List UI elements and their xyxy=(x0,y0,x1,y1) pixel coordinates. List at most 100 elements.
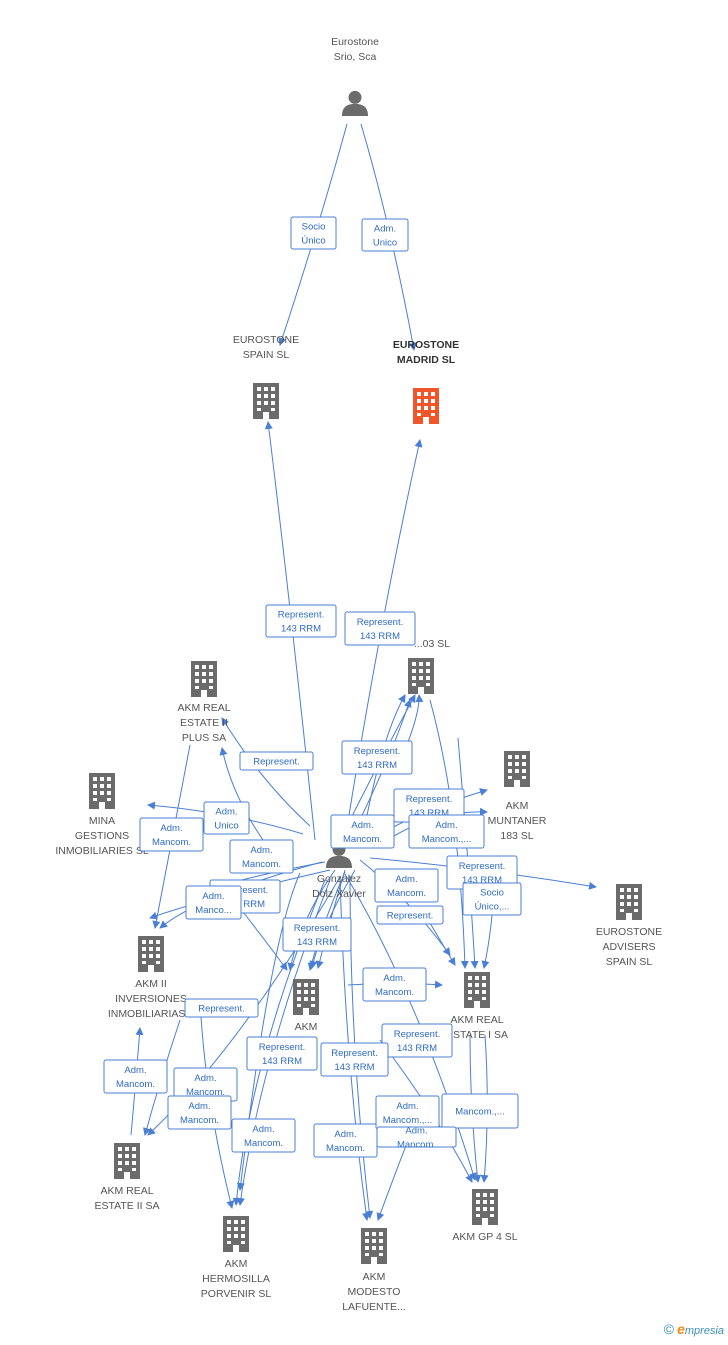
edge-label-26[interactable]: Adm.Mancom. xyxy=(167,1095,232,1130)
node-label: AKM xyxy=(295,1021,318,1033)
node-label: PLUS SA xyxy=(182,732,226,744)
edge-label-30[interactable]: Mancom.,... xyxy=(441,1093,519,1129)
edge-label-10[interactable]: Adm.Mancom.,... xyxy=(408,814,485,849)
building-icon xyxy=(191,661,217,697)
edge-label-text: Mancom. xyxy=(343,834,382,845)
edge-label-6[interactable]: Adm.Unico xyxy=(203,801,250,835)
edge-label-box xyxy=(185,885,242,920)
edge-label-box xyxy=(441,1093,519,1129)
building-icon xyxy=(408,658,434,694)
node-label: EUROSTONE xyxy=(233,334,299,346)
edge-label-22[interactable]: Represent.143 RRM xyxy=(246,1036,318,1071)
building-icon xyxy=(223,1216,249,1252)
edge-label-16[interactable]: Represent. xyxy=(376,905,444,925)
edge-label-23[interactable]: Represent. 143 RRM xyxy=(320,1042,389,1077)
edge-label-9[interactable]: Adm.Mancom. xyxy=(229,839,294,874)
edge-4 xyxy=(221,717,311,827)
edge-label-25[interactable]: Adm.Mancom. xyxy=(173,1067,238,1102)
edge-label-box xyxy=(341,740,413,775)
edge-label-21[interactable]: Represent.143 RRM xyxy=(381,1023,453,1058)
edge-label-text: Represent. xyxy=(387,911,433,922)
building-icon xyxy=(89,773,115,809)
node-label: ADVISERS xyxy=(602,941,655,953)
edge-label-text: Represent. xyxy=(222,885,268,896)
edge-label-28[interactable]: Adm.Mancom. xyxy=(313,1123,378,1158)
node-label: MODESTO xyxy=(348,1286,401,1298)
edge-label-text: Represent. xyxy=(331,1048,377,1059)
edge-label-19[interactable]: Adm.Mancom. xyxy=(362,967,427,1002)
edge-label-text: Adm. xyxy=(188,1101,210,1112)
edge-label-1[interactable]: Adm.Unico xyxy=(361,218,409,252)
edge-label-text: Adm. xyxy=(160,823,182,834)
edge-label-text: Adm. xyxy=(351,820,373,831)
edge-label-17[interactable]: Adm.Manco... xyxy=(185,885,242,920)
edge-label-text: Adm. xyxy=(215,807,237,818)
node-label: PORVENIR SL xyxy=(201,1288,272,1300)
node-label: Srio, Sca xyxy=(334,51,377,63)
edge-label-box xyxy=(344,611,416,646)
edge-label-text: Adm. xyxy=(252,1124,274,1135)
edge-label-29[interactable]: Adm.Mancom.,... xyxy=(375,1095,440,1130)
edge-label-text: Único xyxy=(301,236,325,247)
edge-label-27[interactable]: Adm. Mancom. xyxy=(231,1118,296,1153)
edge-label-text: Adm. xyxy=(395,874,417,885)
edge-label-box xyxy=(374,868,439,903)
node-label: GESTIONS xyxy=(75,830,129,842)
edge-label-text: 143 RRM xyxy=(334,1062,374,1073)
edge-label-box xyxy=(184,998,259,1018)
edge-label-5[interactable]: Represent.143 RRM xyxy=(341,740,413,775)
building-icon xyxy=(361,1228,387,1264)
edge-label-box xyxy=(362,967,427,1002)
node-label: INVERSIONES xyxy=(115,993,187,1005)
edge-label-text: Adm. xyxy=(374,224,396,235)
node-akm_modesto[interactable]: AKMMODESTOLAFUENTE... xyxy=(342,1228,406,1313)
edge-label-11[interactable]: Adm. Mancom. xyxy=(330,814,395,849)
node-akm_ii_inv[interactable]: AKM IIINVERSIONESINMOBILIARIAS... xyxy=(108,936,194,1020)
edge-label-box xyxy=(265,604,337,638)
node-x103[interactable]: ...03 SL xyxy=(408,638,450,694)
edge-label-text: Mancom. xyxy=(244,1138,283,1149)
node-label: AKM REAL xyxy=(177,702,230,714)
edge-label-text: 143 RRM xyxy=(409,808,449,819)
edge-label-3[interactable]: Represent.143 RRM xyxy=(344,611,416,646)
edge-label-31[interactable]: Adm.Mancom. xyxy=(376,1126,457,1151)
edge-label-box xyxy=(282,917,352,952)
edge-label-4[interactable]: Represent. xyxy=(239,751,314,771)
edge-label-15[interactable]: Adm. Mancom. xyxy=(374,868,439,903)
edge-label-2[interactable]: Represent.143 RRM xyxy=(265,604,337,638)
edge-label-13[interactable]: SocioÚnico,... xyxy=(462,882,522,916)
building-icon xyxy=(293,979,319,1015)
edge-label-18[interactable]: Represent.143 RRM xyxy=(282,917,352,952)
node-label: AKM xyxy=(363,1271,386,1283)
edge-label-text: Mancom. xyxy=(152,837,191,848)
edge-22 xyxy=(344,873,477,1181)
edge-label-box xyxy=(376,905,444,925)
edge-label-text: Mancom. xyxy=(387,888,426,899)
edge-label-box xyxy=(320,1042,389,1077)
node-akm_gp4[interactable]: AKM GP 4 SL xyxy=(452,1189,518,1243)
edge-label-box xyxy=(167,1095,232,1130)
brand-e: e xyxy=(677,1321,685,1337)
edge-label-20[interactable]: Represent. xyxy=(184,998,259,1018)
edge-label-24[interactable]: Adm.Mancom. xyxy=(103,1059,168,1094)
edge-39 xyxy=(429,922,456,966)
edge-label-box xyxy=(229,839,294,874)
node-label: 183 SL xyxy=(500,830,533,842)
edge-label-7[interactable]: Adm. Mancom. xyxy=(139,817,204,852)
edge-35 xyxy=(407,694,424,743)
edge-label-text: Mancom. xyxy=(375,987,414,998)
edge-label-text: Adm. xyxy=(405,1126,427,1137)
